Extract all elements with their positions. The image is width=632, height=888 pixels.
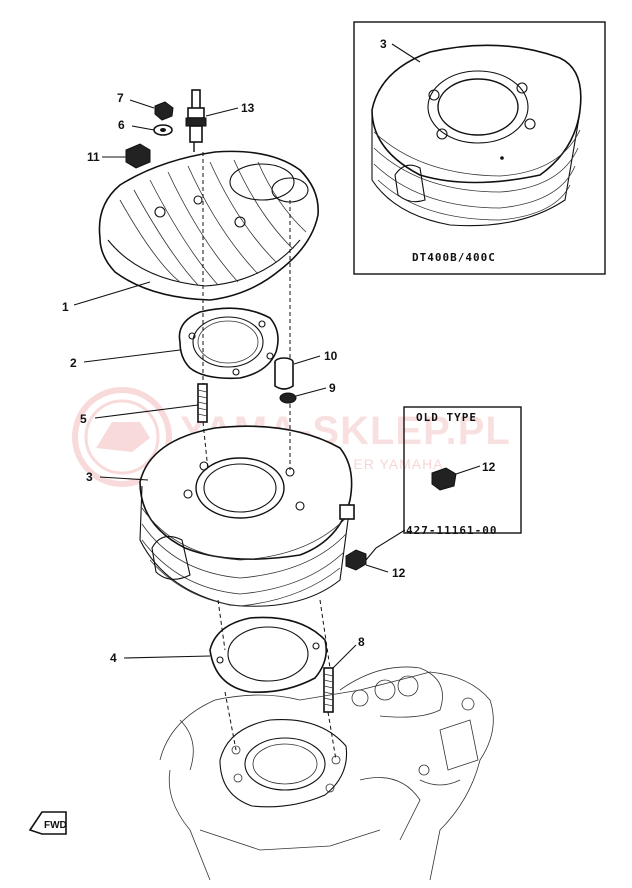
old-type-part-number: 427-11161-00 (406, 524, 497, 537)
callout-12-new: 12 (392, 566, 406, 580)
washer-part (153, 124, 173, 136)
callout-5: 5 (80, 412, 87, 426)
long-stud-bolt-part (323, 667, 334, 713)
cylinder-head-part (98, 150, 319, 301)
callout-3-main: 3 (86, 470, 93, 484)
head-gasket-part (178, 307, 279, 380)
callout-4: 4 (110, 651, 117, 665)
alignment-lines (202, 152, 337, 761)
crankcase-drawing (159, 666, 494, 881)
front-arrow-label: FWD (44, 820, 67, 831)
callout-10: 10 (324, 349, 338, 363)
small-nut-part (279, 392, 297, 404)
cap-nut-part (125, 143, 151, 169)
front-direction-arrow: FWD (28, 811, 67, 835)
cap-nut-new-part (345, 549, 367, 571)
callout-12-old: 12 (482, 460, 496, 474)
old-type-nut-drawing (431, 467, 457, 491)
callout-3-inset: 3 (380, 37, 387, 51)
old-type-title: OLD TYPE (416, 411, 477, 424)
base-gasket-part (209, 616, 328, 694)
callout-8: 8 (358, 635, 365, 649)
cylinder-part (139, 425, 355, 607)
callout-1: 1 (62, 300, 69, 314)
callout-9: 9 (329, 381, 336, 395)
stud-bolt-part (197, 383, 208, 423)
callout-6: 6 (118, 118, 125, 132)
collar-part (274, 357, 294, 390)
spark-plug-part (185, 89, 207, 152)
callout-2: 2 (70, 356, 77, 370)
inset-model-label: DT400B/400C (412, 251, 496, 264)
callout-13: 13 (241, 101, 255, 115)
inset-cylinder-drawing (371, 44, 582, 227)
watermark-logo-icon (72, 387, 172, 487)
front-arrow-icon (28, 811, 67, 835)
callout-7: 7 (117, 91, 124, 105)
callout-11: 11 (87, 150, 100, 164)
leader-line (391, 43, 421, 63)
nut-part (154, 101, 174, 121)
inset-variant-box: 3 DT400B/400C (353, 21, 606, 275)
old-type-box: OLD TYPE 12 427-11161-00 (403, 406, 522, 537)
